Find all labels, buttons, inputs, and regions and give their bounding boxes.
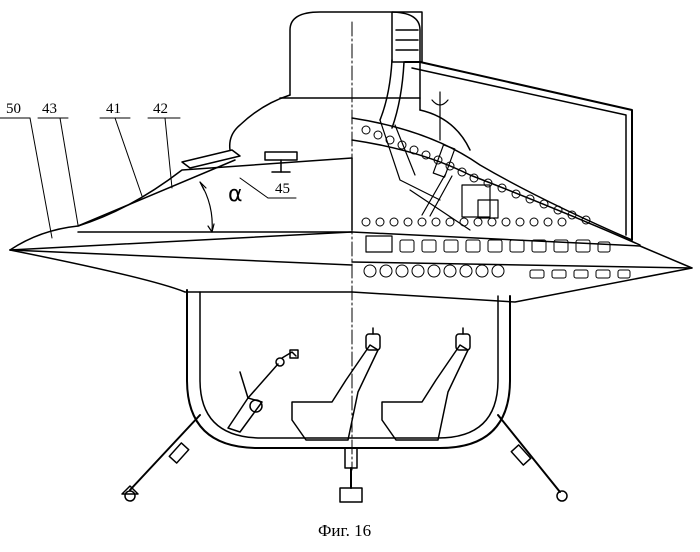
internal-machinery xyxy=(365,91,499,253)
landing-leg-center xyxy=(339,447,363,503)
label-41: 41 xyxy=(106,101,121,117)
label-50: 50 xyxy=(6,101,21,117)
control-lever xyxy=(227,349,299,433)
seat-right xyxy=(381,327,471,441)
leader-lines xyxy=(0,117,297,239)
angle-indicator xyxy=(199,181,215,233)
top-dome xyxy=(228,11,471,151)
seat-left xyxy=(291,327,381,441)
tank xyxy=(379,11,633,241)
label-45: 45 xyxy=(275,181,290,197)
angle-alpha-symbol: α xyxy=(228,182,243,207)
bracket-45 xyxy=(181,149,298,173)
lower-cabin xyxy=(186,289,511,449)
porthole-row-middle xyxy=(361,217,567,227)
upper-hull xyxy=(9,117,641,251)
label-42: 42 xyxy=(153,101,168,117)
landing-leg-left xyxy=(121,414,201,502)
label-43: 43 xyxy=(42,101,57,117)
landing-leg-right xyxy=(497,414,568,502)
porthole-row-upper xyxy=(361,125,591,225)
window-row-rim xyxy=(365,237,611,253)
porthole-row-lower xyxy=(363,264,631,279)
figure-caption: Фиг. 16 xyxy=(318,521,372,540)
equatorial-rim xyxy=(9,231,693,303)
